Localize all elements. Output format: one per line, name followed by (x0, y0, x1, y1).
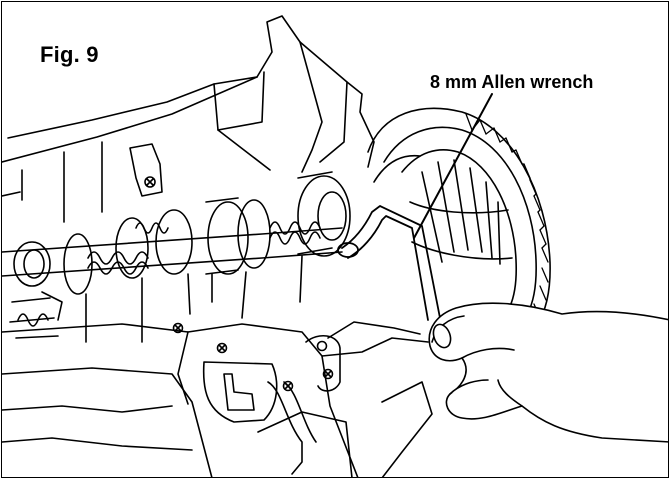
hand (428, 302, 668, 443)
mower-housing (2, 15, 433, 477)
figure-label: Fig. 9 (40, 42, 99, 67)
callout-leader-line (413, 93, 493, 239)
reel-assembly (2, 171, 351, 343)
allen-wrench (337, 205, 441, 321)
wheel (367, 107, 551, 343)
allen-wrench-callout: 8 mm Allen wrench (430, 72, 594, 92)
upper-bracket (129, 143, 163, 197)
lower-brackets (172, 322, 341, 475)
